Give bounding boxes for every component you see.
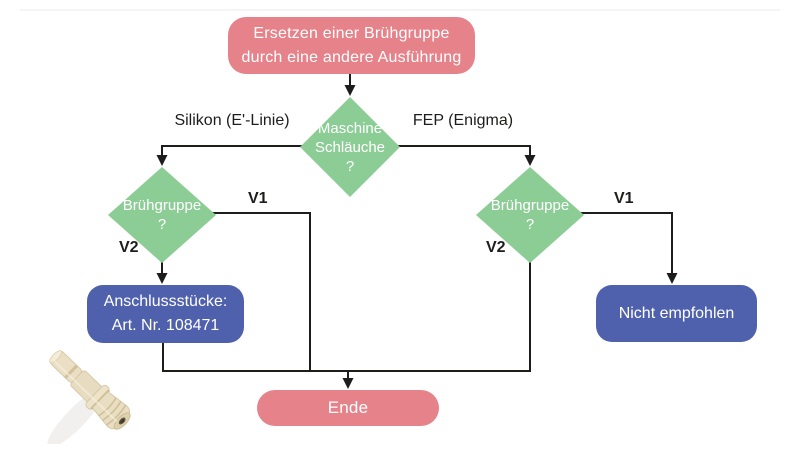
right-v1-label: V1 xyxy=(614,190,634,207)
arrowhead-into-result-left xyxy=(156,273,168,284)
start-node-line1: Ersetzen einer Brühgruppe xyxy=(253,24,450,42)
result-right-label: Nicht empfohlen xyxy=(618,304,735,322)
part-body xyxy=(49,350,131,430)
arrowhead-into-left-decision xyxy=(156,155,168,166)
right-v2-label: V2 xyxy=(486,239,506,256)
arrowhead-into-result-right xyxy=(666,273,678,284)
right-decision-line2: ? xyxy=(525,216,535,233)
left-decision-line2: ? xyxy=(157,216,167,233)
result-right-node: Nicht empfohlen xyxy=(596,285,757,342)
edge-main-to-left xyxy=(161,145,303,156)
arrowhead-into-end xyxy=(342,378,354,389)
main-decision-line1: Maschine xyxy=(317,119,383,137)
end-node: Ende xyxy=(257,390,439,426)
end-node-label: Ende xyxy=(327,398,369,417)
result-left-node: Anschlussstücke: Art. Nr. 108471 xyxy=(87,285,244,343)
page-top-rule xyxy=(20,9,780,11)
result-left-line1: Anschlussstücke: xyxy=(103,293,228,310)
branch-label-silikon: Silikon (E'-Linie) xyxy=(174,112,290,129)
start-node-line2: durch eine andere Ausführung xyxy=(241,48,462,66)
main-decision-line2: Schläuche xyxy=(314,138,386,156)
start-node: Ersetzen einer Brühgruppe durch eine and… xyxy=(228,17,475,74)
right-decision-line1: Brühgruppe xyxy=(490,197,570,214)
left-v1-label: V1 xyxy=(248,190,268,207)
connector-fitting-image xyxy=(47,350,131,444)
left-decision-line1: Brühgruppe xyxy=(122,197,202,214)
arrowhead-into-right-decision xyxy=(524,155,536,166)
arrowhead-into-main xyxy=(344,85,356,96)
main-decision-line3: ? xyxy=(345,157,355,175)
edge-left-v1 xyxy=(212,212,311,372)
result-left-line2: Art. Nr. 108471 xyxy=(111,317,220,334)
edge-right-v1 xyxy=(580,212,673,274)
branch-label-fep: FEP (Enigma) xyxy=(412,112,514,129)
edge-main-to-right xyxy=(397,145,531,156)
left-v2-label: V2 xyxy=(119,239,139,256)
